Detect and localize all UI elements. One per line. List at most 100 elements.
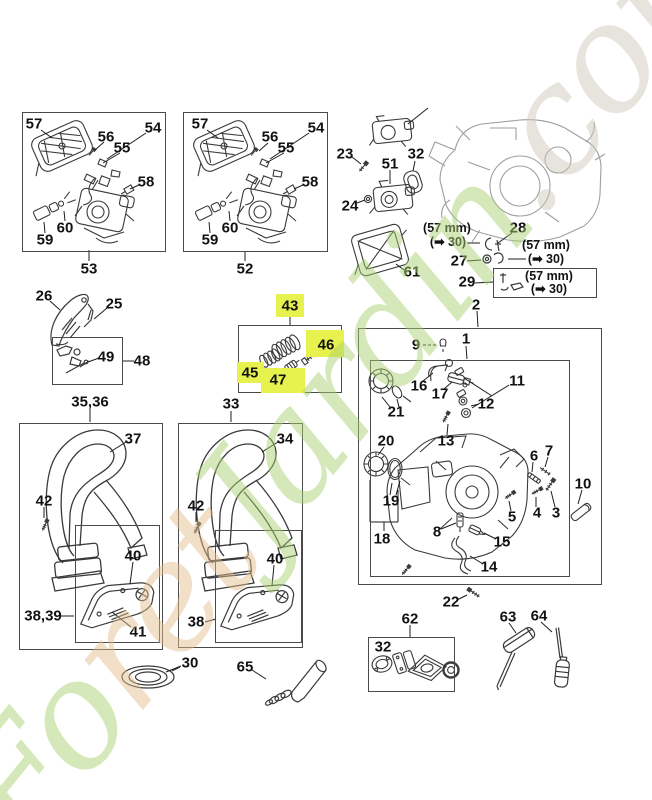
callout-58-a: 58 [137,173,155,191]
callout-4: 4 [532,504,542,522]
callout-21: 21 [387,403,405,421]
callout-40-a: 40 [124,547,142,565]
callout-62: 62 [401,610,419,628]
callout-59-b: 59 [201,231,219,249]
callout-60-a: 60 [56,219,74,237]
group-box-62 [368,637,455,692]
callout-35-36: 35,36 [71,393,109,411]
callout-to30-2: (➡ 30) [527,251,565,266]
callout-38-39: 38,39 [24,607,62,625]
clips-and-hoses-drawing [482,237,524,291]
callout-56-b: 56 [261,128,279,146]
callout-59-a: 59 [36,231,54,249]
callout-5: 5 [507,508,517,526]
callout-10: 10 [574,475,592,493]
callout-52: 52 [236,260,254,278]
callout-27: 27 [450,252,468,270]
callout-3: 3 [551,504,561,522]
callout-45: 45 [241,364,259,382]
highlight-46 [306,330,344,357]
callout-7: 7 [544,442,554,460]
crankcase-tank-drawing [363,338,592,598]
callout-32-set: 32 [374,638,392,656]
callout-32-top: 32 [407,145,425,163]
elbow-connector-drawing [264,659,327,706]
callout-63: 63 [499,608,517,626]
callout-22: 22 [442,593,460,611]
callout-51: 51 [381,155,399,173]
callout-53: 53 [80,260,98,278]
callout-29: 29 [458,273,476,291]
callout-41: 41 [129,623,147,641]
callout-6: 6 [529,447,539,465]
fuel-line-coil-drawing [121,665,181,689]
group-box-38-inner [215,530,302,643]
callout-42-b: 42 [187,497,205,515]
group-box-29 [493,268,597,298]
callout-18: 18 [373,530,391,548]
callout-25: 25 [105,295,123,313]
callout-23: 23 [336,145,354,163]
callout-28: 28 [509,219,527,237]
callout-48: 48 [133,352,151,370]
callout-2: 2 [471,296,481,314]
callout-34: 34 [276,430,294,448]
callout-54-b: 54 [307,119,325,137]
callout-55-a: 55 [113,139,131,157]
callout-15: 15 [493,533,511,551]
callout-24: 24 [341,197,359,215]
callout-1: 1 [461,330,471,348]
handle-molding-drawing [50,293,94,374]
leader-lines [40,107,583,680]
callout-9: 9 [411,336,421,354]
callout-46: 46 [317,336,335,354]
group-box-48 [52,337,123,385]
callout-30: 30 [181,654,199,672]
callout-40-b: 40 [266,550,284,568]
group-box-33 [178,423,303,648]
callout-11: 11 [509,372,525,390]
callout-38: 38 [187,613,205,631]
callout-17: 17 [431,385,449,403]
highlight-45 [237,362,264,383]
callout-57-a: 57 [25,115,43,133]
callout-12: 12 [477,395,495,413]
callout-64: 64 [530,607,548,625]
group-box-35-36 [19,423,163,650]
callout-43: 43 [281,297,299,315]
callout-58-b: 58 [301,173,319,191]
callout-57mm-1: (57 mm) [423,220,471,235]
callout-33: 33 [222,395,240,413]
callout-61: 61 [403,263,421,281]
callout-49: 49 [97,348,115,366]
gasket-set-drawing [371,650,460,682]
callout-42-a: 42 [35,492,53,510]
callout-13: 13 [437,432,455,450]
callout-47: 47 [269,371,287,389]
group-box-2 [358,328,602,585]
callout-37: 37 [124,430,142,448]
callout-57mm-3: (57 mm) [525,268,573,283]
callout-57-b: 57 [191,115,209,133]
tools-drawing [496,627,570,691]
callout-60-b: 60 [221,219,239,237]
callout-19: 19 [382,492,400,510]
carburetor-top-drawing [351,115,423,277]
group-box-52 [183,112,328,252]
callout-14: 14 [480,558,498,576]
callout-16: 16 [410,377,428,395]
callout-54-a: 54 [144,119,162,137]
callout-to30-1: (➡ 30) [429,234,467,249]
group-box-38-39 [75,525,160,643]
callout-26: 26 [35,287,53,305]
highlight-43 [276,294,304,317]
callout-20: 20 [377,432,395,450]
engine-crankcase-ghost-drawing [428,119,606,243]
group-box-53 [22,112,166,252]
callout-8: 8 [432,523,442,541]
highlight-47 [261,368,305,393]
callout-57mm-2: (57 mm) [522,237,570,252]
group-box-1 [370,360,570,577]
